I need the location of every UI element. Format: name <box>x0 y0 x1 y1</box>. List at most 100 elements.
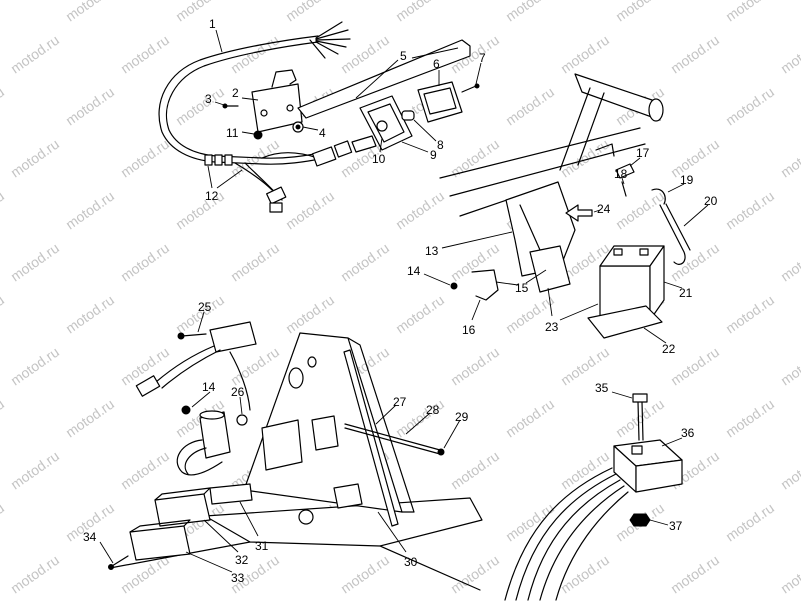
watermark: motod.ru <box>338 32 392 77</box>
leader-7 <box>475 62 482 85</box>
callout-36: 36 <box>681 426 695 440</box>
watermark: motod.ru <box>503 500 557 545</box>
nut-11 <box>253 130 263 140</box>
watermark: motod.ru <box>118 32 172 77</box>
harness-wire-end-1 <box>315 21 343 39</box>
socket-9 <box>351 135 377 153</box>
leader-34 <box>99 541 114 564</box>
bolt-25 <box>181 333 207 337</box>
watermark: motod.ru <box>503 84 557 129</box>
hold-down-16 <box>471 269 499 301</box>
callout-14-top: 14 <box>407 264 421 278</box>
cable-19 <box>651 188 666 205</box>
watermark: motod.ru <box>0 0 7 24</box>
callout-5: 5 <box>400 49 407 63</box>
callout-23: 23 <box>545 320 559 334</box>
leader-23a <box>559 303 599 321</box>
leader-5b <box>411 47 459 59</box>
callout-16: 16 <box>462 323 476 337</box>
panel-slot-2 <box>307 356 317 368</box>
callout-14-lower: 14 <box>202 380 216 394</box>
watermark: motod.ru <box>63 396 117 441</box>
callout-20: 20 <box>704 194 718 208</box>
callout-37: 37 <box>669 519 683 533</box>
bulb-8 <box>401 110 415 121</box>
watermark: motod.ru <box>668 32 722 77</box>
callout-22: 22 <box>662 342 676 356</box>
callout-8: 8 <box>437 138 444 152</box>
watermark: motod.ru <box>283 188 337 233</box>
watermark: motod.ru <box>63 84 117 129</box>
callout-29: 29 <box>455 410 469 424</box>
harness-band-3 <box>224 154 233 166</box>
watermark: motod.ru <box>63 188 117 233</box>
leader-lines <box>99 29 709 573</box>
panel-slot-1 <box>288 367 304 389</box>
plate-tab <box>271 69 297 88</box>
rear-bracket-band <box>297 39 471 119</box>
watermark: motod.ru <box>8 136 62 181</box>
panel-cutout-3 <box>333 483 363 509</box>
watermark: motod.ru <box>778 136 801 181</box>
bolt-14-top <box>450 282 458 290</box>
harness-connector-c <box>311 146 337 167</box>
callout-27: 27 <box>393 395 407 409</box>
leader-31 <box>239 501 259 537</box>
frame-upright-1 <box>559 87 591 171</box>
frame-upright-2 <box>577 92 605 166</box>
harness-wire-end-3 <box>315 38 351 41</box>
nut-37 <box>629 513 651 527</box>
watermark: motod.ru <box>0 84 7 129</box>
brace-27 <box>343 349 399 527</box>
leader-18 <box>621 177 625 185</box>
harness-connector-a <box>266 186 287 205</box>
callout-31: 31 <box>255 539 269 553</box>
callout-3: 3 <box>205 92 212 106</box>
regulator-wire-3 <box>527 479 621 601</box>
watermark: motod.ru <box>668 136 722 181</box>
coil-wire-2 <box>184 447 207 475</box>
leader-12a <box>207 165 213 189</box>
watermark: motod.ru <box>778 344 801 389</box>
watermark: motod.ru <box>283 292 337 337</box>
regulator-tab <box>631 445 643 455</box>
module-box <box>209 321 257 353</box>
callout-1: 1 <box>209 17 216 31</box>
watermark: motod.ru <box>228 32 282 77</box>
cap-18 <box>621 181 627 197</box>
module-wire-1 <box>155 345 215 383</box>
watermark: motod.ru <box>778 552 801 597</box>
tail-light-assembly <box>297 39 480 153</box>
regulator-assembly <box>504 393 683 601</box>
callout-21: 21 <box>679 286 693 300</box>
bolt-35-head <box>632 393 648 403</box>
callout-2: 2 <box>232 86 239 100</box>
harness-band-2 <box>214 154 223 166</box>
leader-24 <box>593 209 601 213</box>
callout-7: 7 <box>479 51 486 65</box>
callout-numbers: 1 2 3 4 5 6 7 8 9 10 11 12 13 14 15 16 1… <box>83 17 718 585</box>
harness-branch-1 <box>234 162 273 191</box>
watermark: motod.ru <box>173 188 227 233</box>
watermark: motod.ru <box>723 188 777 233</box>
leader-28 <box>405 412 431 435</box>
regulator-wire-4 <box>539 485 625 601</box>
watermark: motod.ru <box>668 552 722 597</box>
plate-body <box>251 83 303 133</box>
leader-30 <box>377 511 407 553</box>
triangle-panel-flange <box>347 337 415 513</box>
watermark: motod.ru <box>8 240 62 285</box>
regulator-wire-2 <box>515 473 617 601</box>
watermark: motod.ru <box>63 292 117 337</box>
panel-cutout-1 <box>261 419 303 471</box>
cap-17 <box>615 163 635 179</box>
box-32-top <box>154 487 211 501</box>
watermark: motod.ru <box>8 448 62 493</box>
leader-32 <box>203 519 239 553</box>
callout-24: 24 <box>597 202 611 216</box>
callout-25: 25 <box>198 300 212 314</box>
battery-21-side <box>649 245 665 321</box>
leader-8 <box>413 119 437 142</box>
watermark: motod.ru <box>8 552 62 597</box>
module-wire-2 <box>161 349 221 389</box>
